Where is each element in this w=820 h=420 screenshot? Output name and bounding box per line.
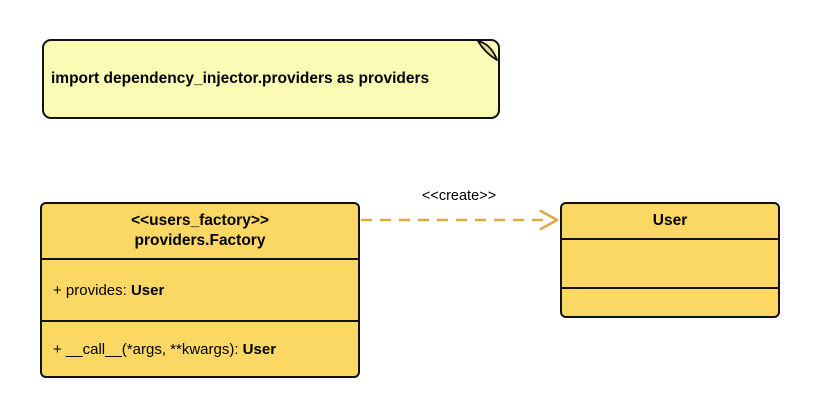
factory-class-header: <<users_factory>> providers.Factory bbox=[42, 204, 358, 258]
user-class-box: User bbox=[560, 202, 780, 318]
factory-attribute-provides: + provides: User bbox=[42, 282, 164, 299]
method-type-text: User bbox=[242, 340, 277, 358]
import-note: import dependency_injector.providers as … bbox=[42, 39, 500, 119]
factory-class-box: <<users_factory>> providers.Factory + pr… bbox=[40, 202, 360, 378]
create-label: <<create>> bbox=[421, 188, 497, 204]
factory-class-name: providers.Factory bbox=[134, 232, 266, 249]
user-methods-compartment bbox=[562, 287, 778, 316]
note-fold-icon bbox=[477, 40, 498, 61]
note-text: import dependency_injector.providers as … bbox=[51, 70, 430, 87]
user-class-name: User bbox=[652, 212, 688, 229]
open-arrowhead-icon bbox=[539, 209, 559, 231]
attribute-type-text: User bbox=[130, 281, 165, 299]
factory-methods-compartment: + __call__(*args, **kwargs): User bbox=[42, 320, 358, 376]
factory-method-call: + __call__(*args, **kwargs): User bbox=[42, 341, 276, 358]
method-prefix-text: + __call__(*args, **kwargs): bbox=[53, 340, 243, 358]
factory-attributes-compartment: + provides: User bbox=[42, 258, 358, 320]
attribute-prefix-text: + provides: bbox=[53, 281, 131, 299]
user-attributes-compartment bbox=[562, 238, 778, 287]
factory-stereotype: <<users_factory>> bbox=[131, 212, 269, 229]
